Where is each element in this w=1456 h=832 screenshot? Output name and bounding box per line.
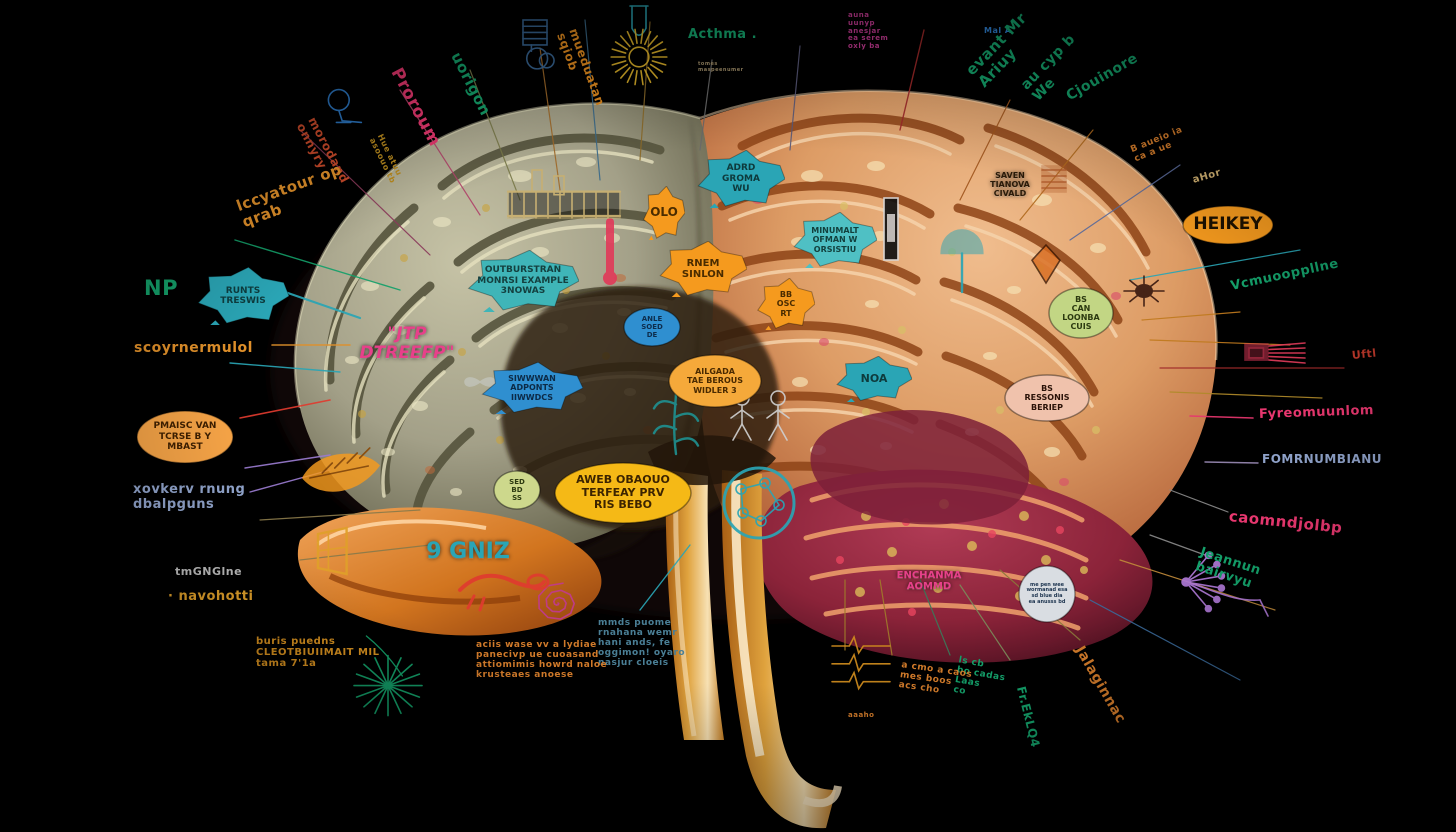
callout-text: SIWWWAN ADPONTS IIWWDCS <box>508 374 556 402</box>
callout-text: HEIKEY <box>1193 214 1263 235</box>
callout-text: BS RESSONIS BERIEP <box>1024 384 1070 412</box>
callout-text: AWEB OBAOUO TERFEAY PRV RIS BEBO <box>576 473 670 512</box>
callout-text: PMAISC VAN TCRSE B Y MBAST <box>153 421 217 453</box>
radial-label[interactable]: scoyrnermulol <box>134 340 253 356</box>
callout-text: SED BD SS <box>509 477 525 503</box>
callout-text: BB OSC RT <box>776 290 796 318</box>
radial-label[interactable]: tomes maspeenumer <box>698 61 744 73</box>
radial-label[interactable]: Fyreomuunlom <box>1258 402 1375 422</box>
callout-text: MINUMALT OFMAN W ORSISTIU <box>811 226 859 254</box>
radial-label[interactable]: B aueio ia ca a ue <box>1129 125 1185 165</box>
radial-label[interactable]: aciis wase vv a lydiae panecivp ue cuoas… <box>476 640 608 681</box>
radial-label[interactable]: · navohotti <box>168 589 254 604</box>
radial-label[interactable]: Jeannun bairvyu <box>1193 544 1263 591</box>
radial-label[interactable]: aaaho <box>848 711 875 719</box>
radial-label[interactable]: buris puedns CLEOTBIUIIMAIT MIL tama 7'1… <box>256 636 380 670</box>
callout-text: OLO <box>650 205 678 220</box>
radial-label[interactable]: Fr.EkLQ4 <box>1013 684 1043 749</box>
radial-label[interactable]: Hue atuu asoouo tb <box>367 132 404 185</box>
callout-text: OUTBURSTRAN MONRSI EXAMPLE 3NOWAS <box>477 265 569 297</box>
radial-label[interactable]: Vcmuooppllne <box>1229 256 1341 294</box>
radial-label[interactable]: caomndjolbp <box>1228 507 1344 537</box>
callout-text: BS CAN LOONBA CUIS <box>1062 294 1100 332</box>
radial-label[interactable]: Acthma . <box>688 27 758 42</box>
radial-label[interactable]: tmGNGlne <box>175 565 243 578</box>
callout-text: ADRD GROMA WU <box>722 163 760 195</box>
radial-label[interactable]: FOMRNUMBIANU <box>1262 452 1382 466</box>
radial-label[interactable]: aHor <box>1191 167 1223 186</box>
callout-text: RUNTS TRESWIS <box>220 285 266 306</box>
radial-label[interactable]: Uftl <box>1351 346 1378 362</box>
callout-text: ANLE SOED DE <box>641 314 663 340</box>
radial-label[interactable]: NP <box>144 276 178 300</box>
radial-label[interactable]: xovkerv rnung dbalpguns <box>133 482 246 512</box>
callout-text: RNEM SINLON <box>681 257 725 281</box>
radial-label[interactable]: mueduatan sqiob <box>553 26 608 108</box>
radial-label[interactable]: Proroum <box>386 64 445 150</box>
callout-text: AILGADA TAE BEROUS WIDLER 3 <box>686 367 744 395</box>
radial-label[interactable]: Jalaginnac <box>1071 643 1129 727</box>
callout-text: NOA <box>860 371 888 385</box>
callout-text: me pen wee wormanad esa sd blue dia ea a… <box>1026 581 1068 605</box>
radial-label[interactable]: mmds puome rnahana wemr hani ands, fe og… <box>598 618 686 669</box>
radial-label[interactable]: auna uunyp anesjar ea serem oxly ba <box>848 11 889 51</box>
radial-label[interactable]: uorigon <box>447 49 495 119</box>
radial-label[interactable]: lccyatour op qrab <box>233 160 345 231</box>
